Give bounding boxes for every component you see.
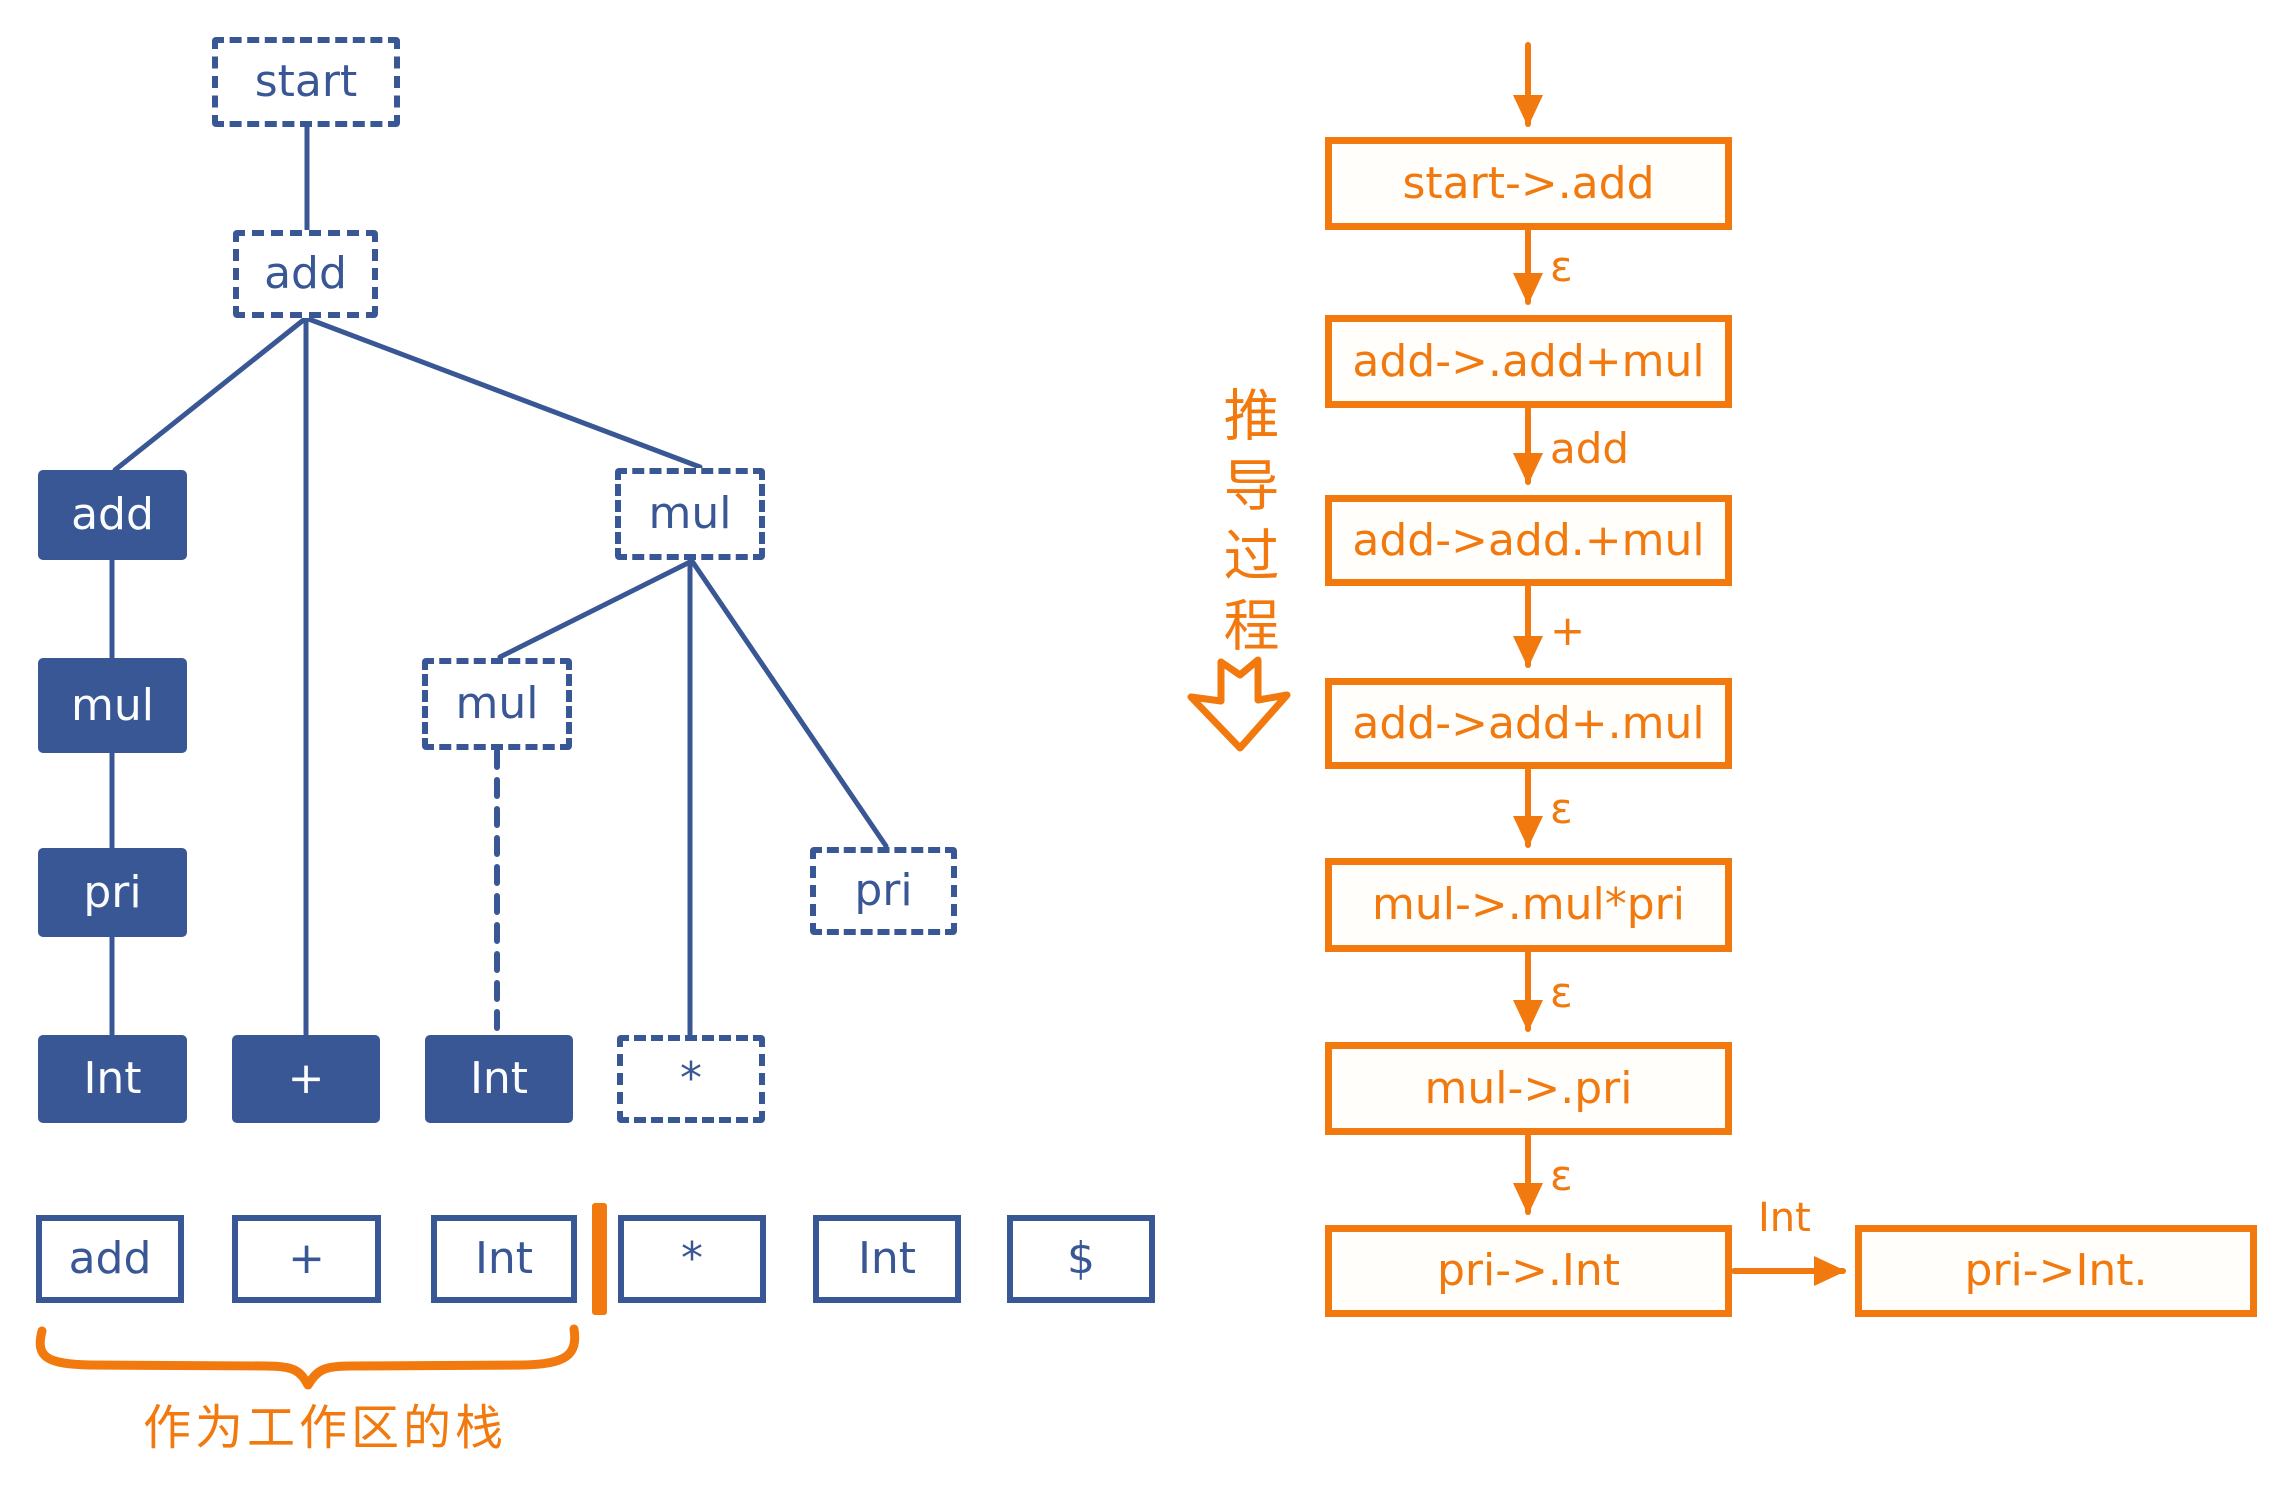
tree-node-plus-solid: + xyxy=(232,1035,380,1123)
tree-node-add-solid: add xyxy=(38,470,187,560)
tree-node-mul-child: mul xyxy=(422,658,572,750)
tree-node-int-mid-solid: Int xyxy=(425,1035,573,1123)
derivation-step-2: add->.add+mul xyxy=(1325,315,1732,408)
derivation-step-4: add->add+.mul xyxy=(1325,678,1732,769)
input-token-dollar: $ xyxy=(1007,1215,1155,1303)
derivation-step-6: mul->.pri xyxy=(1325,1042,1732,1135)
derivation-step-7: pri->.Int xyxy=(1325,1225,1732,1317)
edge-label-epsilon-2: ε xyxy=(1550,784,1573,833)
tree-node-pri-leaf: pri xyxy=(810,847,957,935)
input-token-int2: Int xyxy=(813,1215,961,1303)
stack-brace xyxy=(35,1324,580,1390)
tree-node-int-solid: Int xyxy=(38,1035,187,1123)
derivation-step-3: add->add.+mul xyxy=(1325,495,1732,586)
edge-label-epsilon-1: ε xyxy=(1550,242,1573,291)
derivation-step-5: mul->.mul*pri xyxy=(1325,858,1732,952)
input-token-add: add xyxy=(36,1215,184,1303)
tree-node-add-root: add xyxy=(233,230,378,318)
derivation-step-1: start->.add xyxy=(1325,137,1732,230)
input-token-plus: + xyxy=(232,1215,381,1303)
tree-edge-add-mul xyxy=(303,315,703,470)
tree-node-start: start xyxy=(212,37,400,127)
tree-node-pri-solid: pri xyxy=(38,848,187,937)
tree-edge-mul-pri xyxy=(689,558,889,849)
tree-node-star: * xyxy=(617,1035,765,1123)
edge-label-add: add xyxy=(1550,424,1630,473)
edge-label-epsilon-4: ε xyxy=(1550,1151,1573,1200)
input-token-star: * xyxy=(618,1215,766,1303)
edge-label-plus: + xyxy=(1550,606,1586,655)
edge-label-epsilon-3: ε xyxy=(1550,968,1573,1017)
stack-note-label: 作为工作区的栈 xyxy=(142,1400,507,1456)
big-down-arrow-icon xyxy=(1187,656,1291,752)
input-token-int: Int xyxy=(431,1215,577,1303)
derivation-title-vertical: 推导过程 xyxy=(1214,386,1279,666)
tree-edge-mul-mulchild xyxy=(497,558,695,660)
edge-label-int-final: Int xyxy=(1758,1195,1811,1241)
tree-node-mul-parent: mul xyxy=(615,468,765,560)
tree-edge-add-addchild xyxy=(112,315,309,473)
tree-node-mul-solid: mul xyxy=(38,658,187,753)
derivation-step-final: pri->Int. xyxy=(1855,1225,2257,1317)
stack-input-divider-bar xyxy=(592,1203,607,1315)
